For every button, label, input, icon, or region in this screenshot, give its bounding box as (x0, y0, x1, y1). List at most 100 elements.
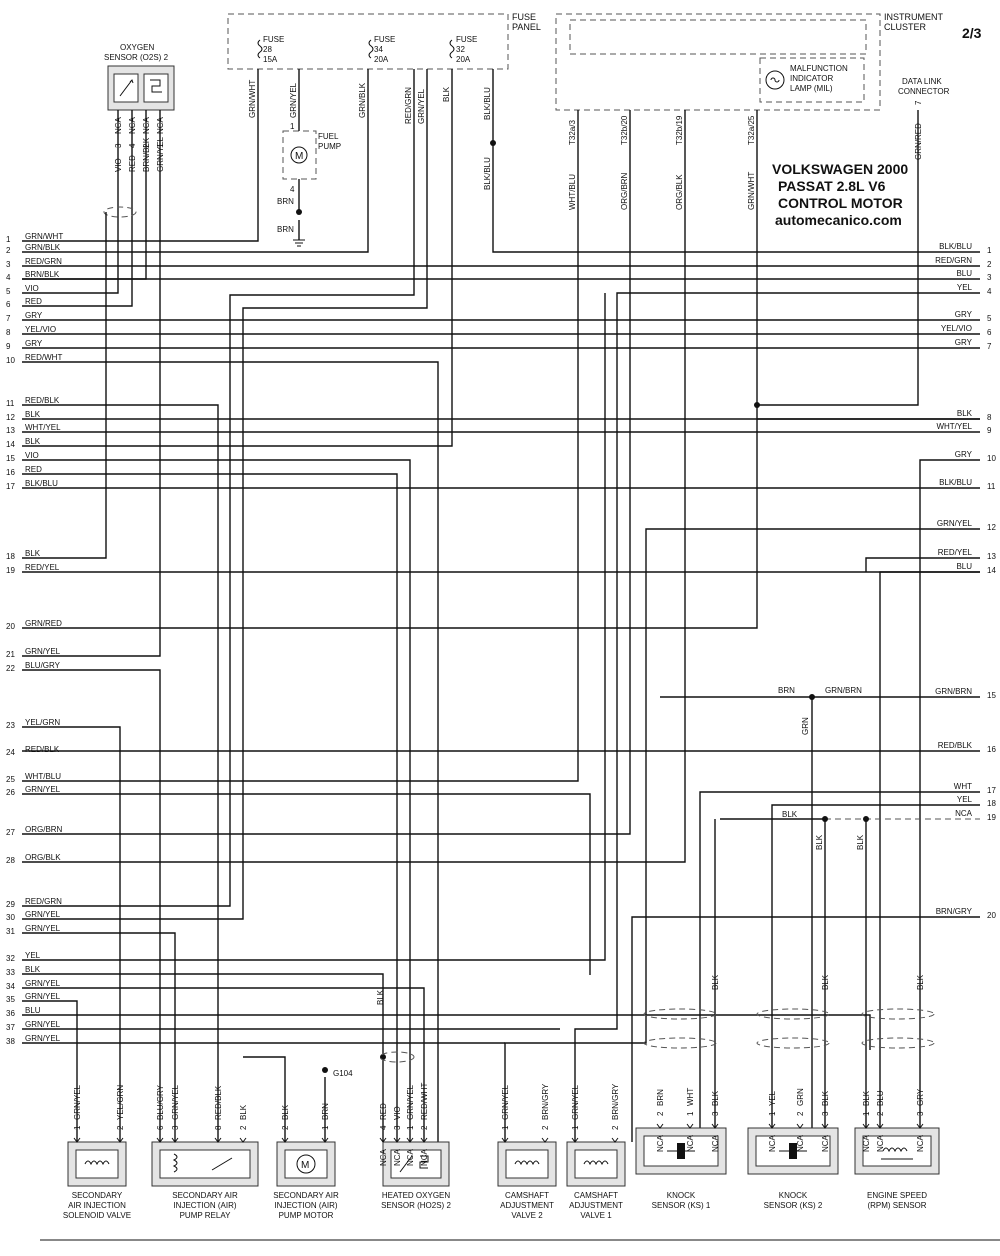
fuel-pump-pin-1: 1 (290, 122, 295, 131)
dlc-label-1: DATA LINK (902, 77, 942, 86)
pin-terminal (321, 1137, 329, 1143)
left-row-color: YEL/GRN (25, 718, 60, 727)
right-row-number: 2 (987, 260, 992, 269)
o2s2-pin-color: RED (128, 155, 137, 172)
top-wire-label: GRN/BLK (358, 82, 367, 118)
o2s2-pin-color: GRN/YEL (156, 136, 165, 172)
component-inner (643, 1135, 719, 1167)
right-row-number: 17 (987, 786, 996, 795)
o2s2-label-1: OXYGEN (120, 43, 154, 52)
pin-terminal (214, 1137, 222, 1143)
left-row-number: 5 (6, 287, 11, 296)
wire-grn-wht (22, 69, 259, 242)
component-name-line: INJECTION (AIR) (173, 1201, 236, 1210)
pin-terminal (686, 1123, 694, 1129)
pin-number: 1 (321, 1125, 330, 1130)
right-row-number: 16 (987, 745, 996, 754)
coil-icon (514, 1160, 540, 1166)
right-row-number: 13 (987, 552, 996, 561)
right-row-color: RED/GRN (935, 256, 972, 265)
left-row-color: WHT/BLU (25, 772, 61, 781)
wire-blk-14 (22, 69, 453, 447)
pin-number: 3 (171, 1125, 180, 1130)
o2s2-pin-nca: NCA (128, 116, 137, 134)
wire-blu-14 (879, 571, 980, 1142)
right-row-color: GRY (955, 310, 973, 319)
fuse-32: FUSE 32 20A (449, 35, 477, 64)
right-row-number: 8 (987, 413, 992, 422)
pin-terminal (501, 1137, 509, 1143)
component-name-line: SOLENOID VALVE (63, 1211, 131, 1220)
wire-network (22, 69, 980, 1142)
left-row-color: VIO (25, 284, 39, 293)
pin-terminal (916, 1123, 924, 1129)
wire-o2s-red (22, 110, 133, 307)
left-row-number: 22 (6, 664, 15, 673)
cluster-pin-id: T32a/25 (747, 115, 756, 145)
component-name-line: SENSOR (KS) 1 (652, 1201, 711, 1210)
pin-terminal (656, 1123, 664, 1129)
relay-coil-icon (172, 1153, 178, 1173)
left-row-color: GRN/YEL (25, 924, 61, 933)
left-row-color: RED (25, 297, 42, 306)
pin-terminal (420, 1137, 428, 1143)
title-line-1: VOLKSWAGEN 2000 (772, 161, 908, 177)
right-row-color: BLK (957, 409, 973, 418)
left-row-number: 15 (6, 454, 15, 463)
pin-terminal (611, 1137, 619, 1143)
title-line-3: CONTROL MOTOR (778, 195, 903, 211)
left-row-color: BLK (25, 549, 41, 558)
top-wire-label: BRN (277, 225, 294, 234)
sensor-shield (756, 1037, 830, 1049)
rpm-coil-icon (882, 1147, 908, 1153)
wire-o2s-vio (22, 110, 119, 294)
top-wire-label: BLK/BLU (483, 157, 492, 190)
dlc-pin: 7 (914, 100, 923, 105)
page-number: 2/3 (962, 25, 982, 41)
fuse-panel-label-2: PANEL (512, 22, 541, 32)
motor-letter: M (301, 1160, 309, 1171)
mid-label-grn: GRN (801, 717, 810, 735)
pin-terminal (821, 1123, 829, 1129)
right-row-color: GRN/YEL (937, 519, 973, 528)
component-name-line: AIR INJECTION (68, 1201, 126, 1210)
pin-nca: NCA (379, 1148, 388, 1166)
o2s2-heater-box (143, 73, 169, 103)
right-row-color: BRN/GRY (936, 907, 973, 916)
o2s2-pin-color: BRN/BLK (142, 137, 151, 172)
wire-red-wht (22, 361, 439, 1142)
sensor-shield (861, 1037, 935, 1049)
mid-label-blk-col: BLK (815, 834, 824, 850)
right-row-number: 5 (987, 314, 992, 323)
mid-label-brn: BRN (778, 686, 795, 695)
left-row-color: GRY (25, 311, 43, 320)
left-row-color: WHT/YEL (25, 423, 61, 432)
pin-terminal (393, 1137, 401, 1143)
pin-nca: NCA (393, 1148, 402, 1166)
right-row-color: BLU (956, 269, 972, 278)
right-row-color: RED/BLK (938, 741, 973, 750)
component-name-line: CAMSHAFT (574, 1191, 618, 1200)
left-row-color: YEL (25, 951, 41, 960)
right-row-color: NCA (955, 809, 973, 818)
wire-grn-yel-31 (22, 932, 176, 1142)
component-name-line: SECONDARY AIR (273, 1191, 339, 1200)
pin-terminal (768, 1123, 776, 1129)
pin-number: 1 (686, 1111, 695, 1116)
right-row-number: 9 (987, 426, 992, 435)
left-row-color: GRN/YEL (25, 647, 61, 656)
instrument-cluster-inner (569, 19, 867, 55)
left-row-color: GRN/RED (25, 619, 62, 628)
left-row-number: 14 (6, 440, 15, 449)
wire-vio-15 (22, 459, 411, 1142)
motor-icon (296, 1154, 316, 1174)
left-row-number: 20 (6, 622, 15, 631)
left-row-color: GRN/YEL (25, 979, 61, 988)
pin-terminal (541, 1137, 549, 1143)
cluster-pin-id: T32b/20 (620, 115, 629, 145)
left-row-number: 18 (6, 552, 15, 561)
